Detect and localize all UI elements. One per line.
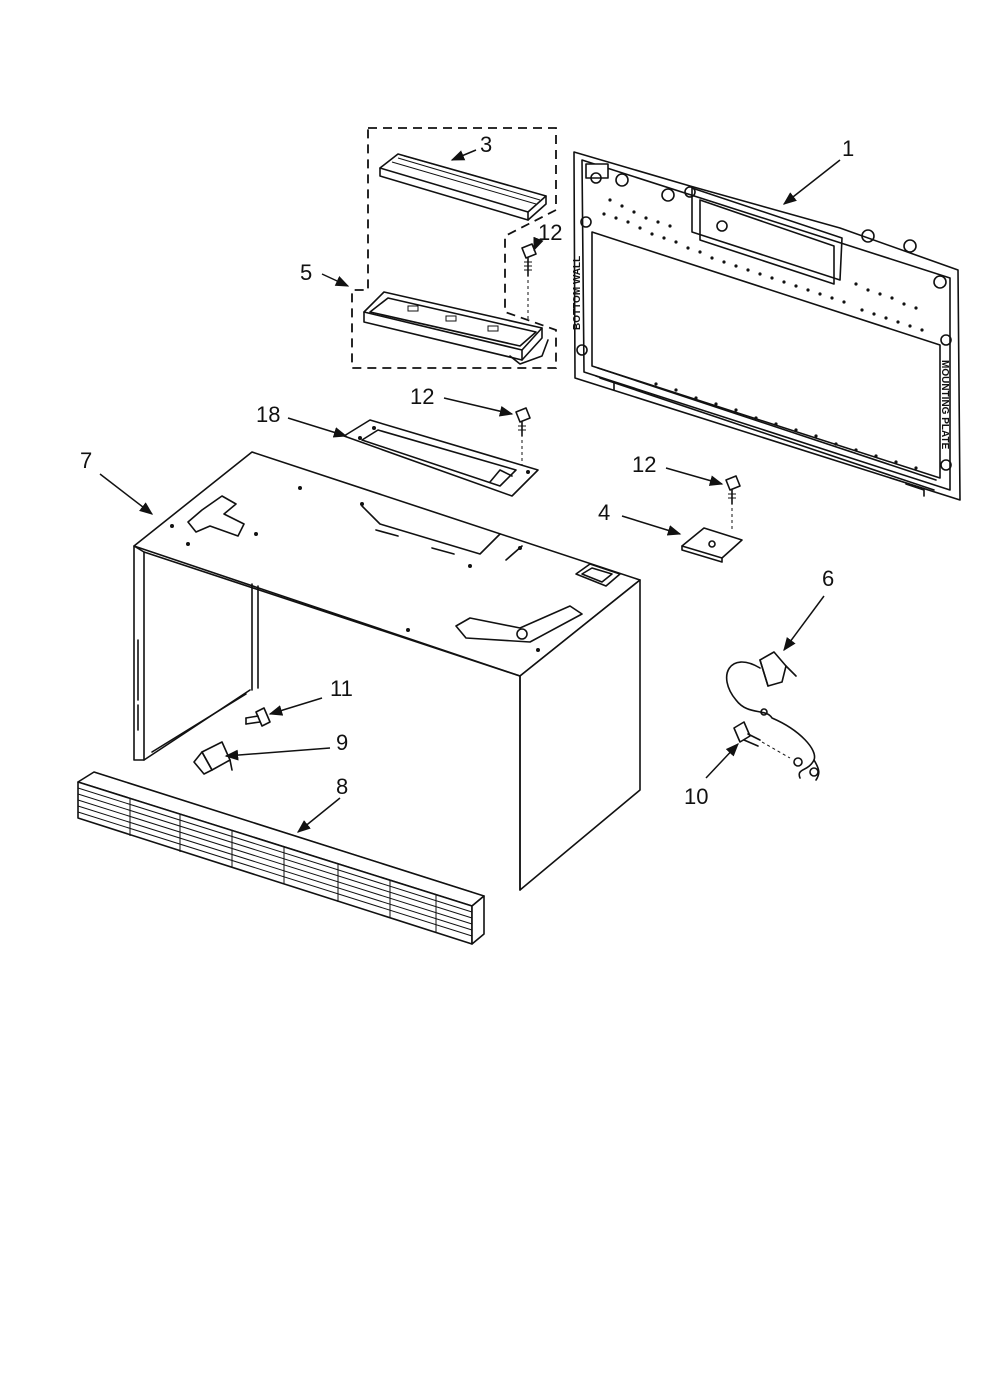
callout-9: 9 — [336, 730, 349, 755]
mounting-plate-hole-pattern — [602, 198, 924, 470]
cabinet-part-7 — [133, 451, 641, 891]
screw-part-12-right — [725, 475, 741, 530]
mounting-plate-text-left: BOTTOM WALL — [572, 256, 583, 330]
screw-part-12-middle — [515, 407, 531, 468]
callout-18: 18 — [256, 402, 281, 427]
callout-12-middle: 12 — [410, 384, 435, 409]
callout-6: 6 — [822, 566, 835, 591]
callout-5: 5 — [300, 260, 313, 285]
callout-12-right: 12 — [632, 452, 657, 477]
thermal-switch-part-6 — [725, 651, 820, 781]
callout-12-upper: 12 — [538, 220, 563, 245]
leader-lines — [99, 149, 841, 833]
screw-part-10 — [733, 721, 791, 759]
callout-7: 7 — [80, 448, 93, 473]
mounting-plate-text-right: MOUNTING PLATE — [939, 360, 950, 450]
mounting-plate-part-1: BOTTOM WALL MOUNTING PLATE — [572, 151, 961, 501]
screw-part-12-upper — [521, 243, 537, 322]
gasket-part-18 — [343, 419, 539, 497]
grille-part-8 — [77, 771, 485, 945]
bracket-part-4 — [681, 527, 743, 563]
screw-part-11 — [245, 707, 271, 727]
assembly-group-outline — [351, 127, 557, 369]
bracket-part-5 — [363, 291, 549, 365]
rail-part-3 — [379, 153, 547, 221]
clip-part-9 — [193, 741, 233, 775]
callout-4: 4 — [598, 500, 611, 525]
callout-1: 1 — [842, 136, 855, 161]
callout-11: 11 — [330, 676, 353, 701]
callout-10: 10 — [684, 784, 709, 809]
callout-8: 8 — [336, 774, 349, 799]
callout-3: 3 — [480, 132, 493, 157]
